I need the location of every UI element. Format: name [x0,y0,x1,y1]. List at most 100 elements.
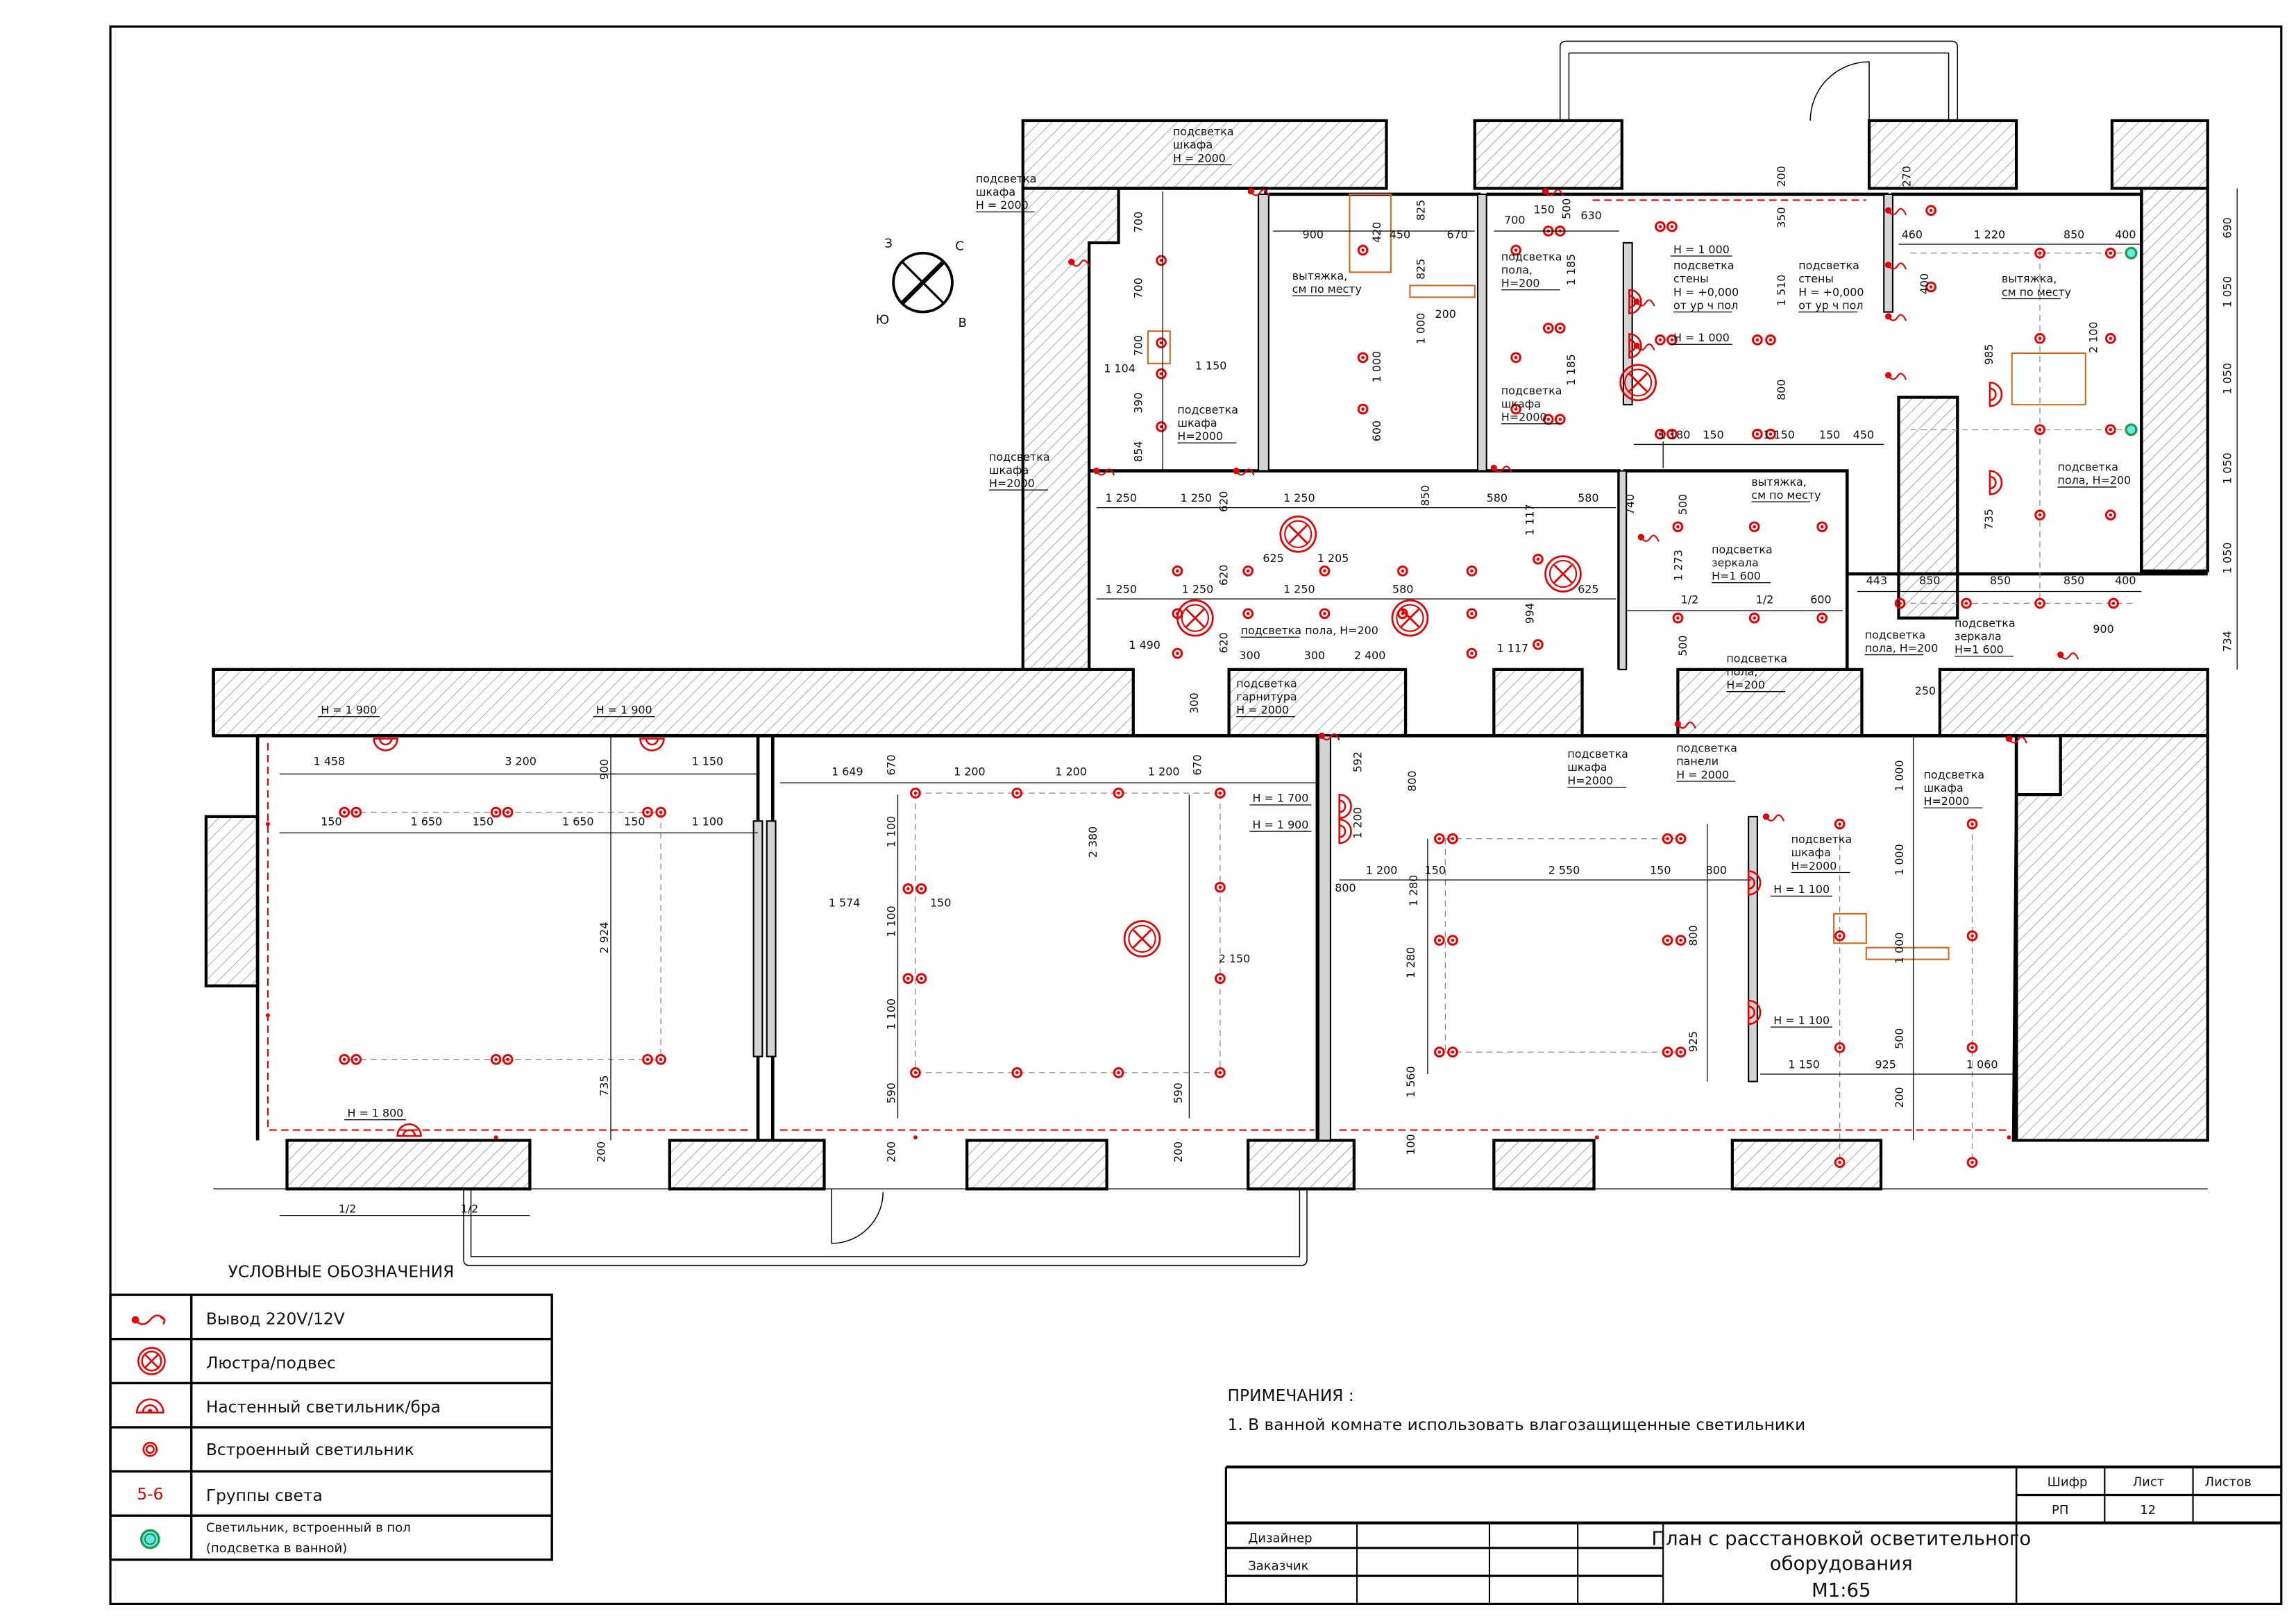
recessed-light-icon [1752,334,1763,346]
recessed-light-icon [1765,334,1776,346]
recessed-light-icon [655,1053,666,1065]
dimension-label: 690 [2221,217,2234,238]
height-label: H = 1 100 [1773,883,1830,896]
annotation-label: шкафа [1924,781,1964,794]
annotation-label: H=2000 [1177,430,1223,443]
dimension-label: 850 [1419,485,1432,506]
notes: ПРИМЕЧАНИЯ : 1. В ванной комнате использ… [1228,1386,1806,1434]
annotation-label: подсветка [1501,384,1562,397]
dimension-label: 1 200 [954,765,986,779]
annotation-label: вытяжка, [1751,475,1806,488]
outlet-wave-icon [1674,720,1696,729]
dimension-label: 700 [1132,212,1145,232]
recessed-light-icon [1113,1067,1124,1078]
recessed-light-icon [1966,818,1978,830]
recessed-light-icon [1894,597,1906,609]
dimension-label: 150 [930,896,951,909]
recessed-light-icon [1510,403,1521,415]
outlet-wave-icon [1762,813,1785,822]
dimension-label: 620 [1217,491,1231,512]
dimension-label: 1 200 [1366,864,1398,877]
legend-label: Светильник, встроенный в пол [206,1520,411,1535]
dimension-label: 150 [321,815,341,829]
dimension-label: 900 [598,759,611,780]
recessed-light-icon [1011,1067,1023,1078]
dimension-label: 925 [1687,1031,1700,1052]
recessed-light-icon [910,1067,921,1078]
legend: УСЛОВНЫЕ ОБОЗНАЧЕНИЯ 5-6 Вывод 220V/12V … [109,1263,553,1561]
furniture-markers [1147,193,2086,960]
annotation-label: H = +0,000 [1798,285,1864,298]
dimension-label: 2 380 [1086,826,1099,858]
floor-light-icon [2125,246,2138,260]
dimension-label: 740 [1623,494,1637,515]
recessed-light-icon [351,806,362,818]
outlet-wave-icon [1068,258,1090,267]
outlet-wave-icon [1318,732,1340,741]
dimension-label: 1 650 [411,815,443,829]
dimension-label: 1 150 [1763,428,1795,441]
recessed-light-icon [1554,323,1566,334]
annotation-label: шкафа [989,464,1029,477]
recessed-light-icon [642,1053,653,1065]
legend-label: Встроенный светильник [206,1441,414,1459]
dimension-label: 1 250 [1283,583,1315,596]
recessed-light-icon [1662,833,1673,844]
dimension-label: 200 [884,1141,897,1162]
dimension-label: 1 280 [1404,947,1417,979]
recessed-light-icon [1510,352,1521,364]
dimension-label: 150 [1425,864,1446,877]
annotation-label: подсветка пола, H=200 [1241,624,1378,637]
recessed-light-icon [1447,935,1458,946]
annotation-label: от ур ч пол [1673,298,1738,312]
dimension-label: 1 250 [1181,491,1213,504]
dimension-label: 1 200 [1148,765,1180,779]
dimension-label: 925 [1875,1058,1896,1071]
recessed-light-icon [1966,1042,1978,1053]
customer-label: Заказчик [1248,1559,1308,1574]
legend-label: (подсветка в ванной) [206,1541,347,1556]
annotation-label: H=1 600 [1712,570,1761,583]
sheet-label: Лист [2133,1475,2165,1490]
compass-east: В [958,316,966,330]
recessed-light-icon [1434,1046,1445,1058]
outlet-wave-icon [1633,298,1655,307]
recessed-light-icon [1662,1046,1673,1058]
recessed-light-icon [1434,833,1445,844]
annotation-label: стены [1798,272,1834,285]
annotation-label: H=2000 [1567,774,1613,787]
dimension-label: 900 [2093,622,2113,636]
height-label: H = 1 000 [1673,331,1730,344]
recessed-light-icon [2108,597,2119,609]
dimension-label: 150 [1534,203,1555,216]
chandelier-icon [1176,599,1214,637]
annotation-label: подсветка [2057,461,2118,474]
recessed-light-icon [1675,1046,1687,1058]
notes-title: ПРИМЕЧАНИЯ : [1228,1386,1354,1405]
recessed-light-icon [1834,930,1846,942]
recessed-light-icon [1319,565,1331,577]
recessed-light-icon [1510,244,1521,256]
annotation-label: шкафа [1791,846,1831,859]
recessed-light-icon [2034,332,2045,344]
recessed-light-icon [1397,565,1408,577]
annotation-label: подсветка [989,450,1050,464]
recessed-light-icon [1834,1157,1846,1169]
dimension-label: 150 [1650,864,1671,877]
annotation-label: подсветка [1726,652,1787,665]
dimension-label: 300 [1188,692,1201,713]
balcony-bottom [463,1189,1308,1266]
chandelier-icon [1279,515,1317,553]
annotation-label: вытяжка, [1292,269,1347,282]
dimension-label: 1/2 [461,1202,479,1215]
compass-icon: С З Ю В [876,236,967,330]
recessed-light-icon [1156,421,1167,432]
dimension-label: 580 [1487,491,1508,504]
height-label: H = 1 700 [1253,792,1309,805]
recessed-light-icon [1542,323,1554,334]
dimension-label: 460 [1902,228,1923,241]
recessed-light-icon [351,1053,362,1065]
recessed-light-icon [1156,337,1167,348]
chandelier-icon [1619,364,1657,402]
